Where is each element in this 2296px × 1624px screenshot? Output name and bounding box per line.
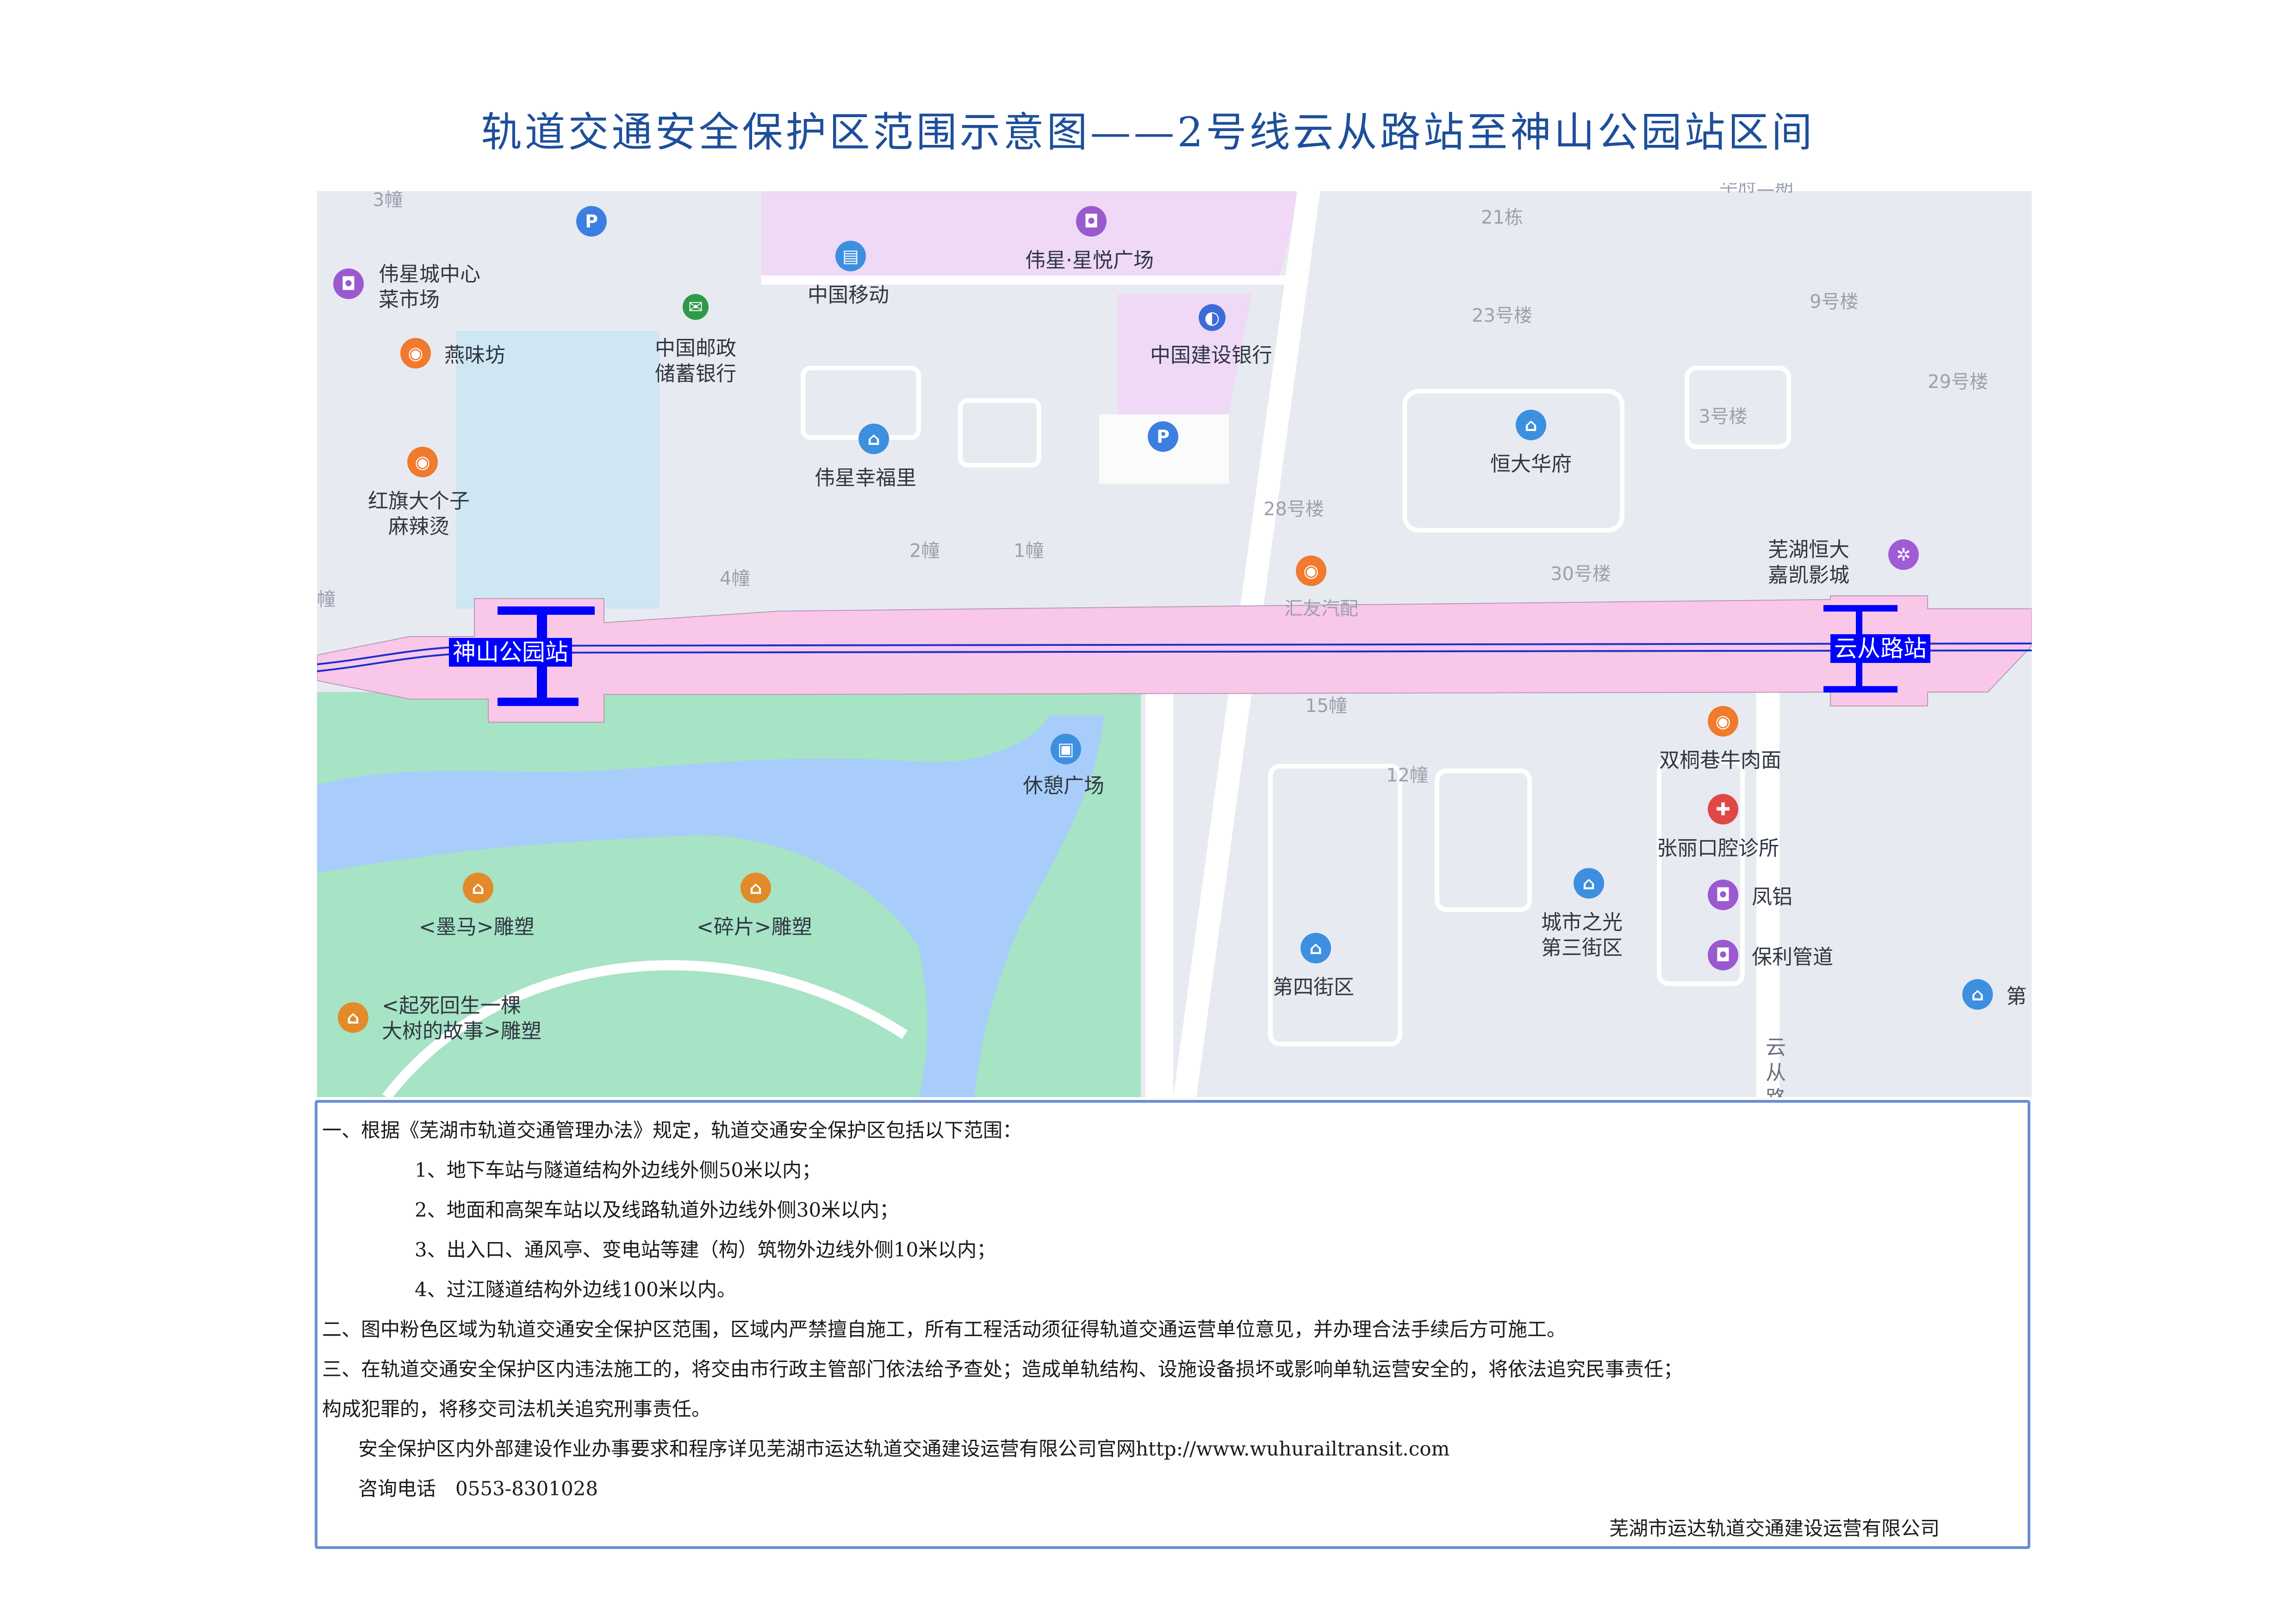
parking-icon[interactable]: P: [576, 206, 607, 237]
poi-label-sculpture-horse[interactable]: <墨马>雕塑: [419, 915, 535, 939]
note-phone: 咨询电话 0553-8301028: [358, 1477, 598, 1500]
building-label: 幢: [317, 589, 336, 610]
shopping-icon[interactable]: ◘: [1076, 206, 1107, 237]
residence-icon[interactable]: ⌂: [1300, 933, 1331, 963]
note-item-1: 1、地下车站与隧道结构外边线外侧50米以内；: [415, 1159, 821, 1181]
poi-label-malatang[interactable]: 红旗大个子 麻辣烫: [368, 489, 470, 538]
building-label: 15幢: [1305, 695, 1347, 717]
post-bank-icon[interactable]: ✉: [683, 294, 709, 320]
poi-label-cinema[interactable]: 芜湖恒大 嘉凯影城: [1768, 538, 1849, 587]
page-title: 轨道交通安全保护区范围示意图——2号线云从路站至神山公园站区间: [481, 108, 1815, 156]
station-label-yuncong-road[interactable]: 云从路站: [1830, 634, 1930, 663]
building-label: 30号楼: [1550, 563, 1611, 585]
poi-label-caishichang[interactable]: 伟星城中心 菜市场: [379, 262, 480, 312]
residence-icon[interactable]: ⌂: [1516, 410, 1546, 440]
food-icon[interactable]: ◉: [400, 338, 431, 369]
building-label: 9号楼: [1810, 291, 1859, 312]
poi-label-fourth-block[interactable]: 第四街区: [1273, 975, 1354, 999]
building-label: 12幢: [1386, 765, 1428, 786]
poi-label-ccb[interactable]: 中国建设银行: [1150, 344, 1272, 367]
building-label: 28号楼: [1263, 499, 1324, 520]
building-label: 21栋: [1481, 207, 1523, 228]
lake: [317, 715, 1104, 1097]
food-icon[interactable]: ◉: [1708, 706, 1738, 737]
poi-label-xingfuli[interactable]: 伟星幸福里: [815, 466, 916, 490]
food-icon[interactable]: ◉: [407, 447, 438, 477]
poi-label-sculpture-fragment[interactable]: <碎片>雕塑: [697, 915, 812, 939]
protection-zone: [317, 595, 2032, 723]
poi-label-yanweifang[interactable]: 燕味坊: [444, 344, 505, 367]
building-label: 汇友汽配: [1284, 598, 1358, 619]
poi-label-hengda-huafu[interactable]: 恒大华府: [1490, 452, 1572, 476]
building-label: 华府二期: [1719, 183, 1793, 196]
building-label: 4幢: [720, 568, 750, 589]
note-line-2: 二、图中粉色区域为轨道交通安全保护区范围，区域内严禁擅自施工，所有工程活动须征得…: [322, 1318, 1567, 1341]
note-item-3: 3、出入口、通风亭、变电站等建（构）筑物外边线外侧10米以内；: [415, 1238, 996, 1261]
parking-icon[interactable]: P: [1148, 421, 1178, 452]
yuncong-road: [1756, 692, 1780, 1097]
cinema-icon[interactable]: ✲: [1888, 539, 1919, 570]
west-station-symbol: [498, 606, 595, 706]
plaza-icon[interactable]: ▣: [1051, 734, 1081, 764]
shopping-icon[interactable]: ◘: [1708, 880, 1738, 910]
building-label: 23号楼: [1472, 305, 1532, 326]
note-line-1: 一、根据《芜湖市轨道交通管理办法》规定，轨道交通安全保护区包括以下范围：: [322, 1119, 1022, 1142]
landmark-icon[interactable]: ⌂: [740, 873, 771, 903]
map-canvas: [317, 183, 2032, 1097]
commercial-area: [761, 183, 1303, 275]
residence-icon[interactable]: ⌂: [859, 424, 889, 454]
poi-label-partial[interactable]: 第: [2006, 985, 2027, 1008]
note-line-3b: 构成犯罪的，将移交司法机关追究刑事责任。: [322, 1398, 711, 1420]
clinic-icon[interactable]: ✚: [1708, 794, 1738, 824]
note-company: 芜湖市运达轨道交通建设运营有限公司: [1609, 1517, 1940, 1540]
station-label-shenshan-park[interactable]: 神山公园站: [449, 638, 572, 667]
residence-icon[interactable]: ⌂: [1962, 979, 1993, 1010]
map-view[interactable]: ◘ 伟星城中心 菜市场 ◉ 燕味坊 ✉ 中国邮政 储蓄银行 ▤ 中国移动 ◘ 伟…: [317, 183, 2032, 1097]
notes-panel: 一、根据《芜湖市轨道交通管理办法》规定，轨道交通安全保护区包括以下范围： 1、地…: [315, 1100, 2030, 1549]
landmark-icon[interactable]: ⌂: [463, 873, 493, 903]
road-label-yuncong: 云 从 路: [1766, 1036, 1786, 1097]
building-label: 3号楼: [1699, 406, 1748, 427]
poi-label-beef-noodles[interactable]: 双桐巷牛肉面: [1659, 749, 1781, 772]
note-line-3a: 三、在轨道交通安全保护区内违法施工的，将交由市行政主管部门依法给予查处；造成单轨…: [322, 1358, 1683, 1380]
poi-label-third-block[interactable]: 城市之光 第三街区: [1541, 911, 1623, 960]
food-icon[interactable]: ◉: [1296, 556, 1326, 586]
shopping-icon[interactable]: ◘: [333, 269, 364, 299]
building-label: 1幢: [1014, 540, 1044, 562]
poi-label-postal-bank[interactable]: 中国邮政 储蓄银行: [655, 337, 736, 386]
landmark-icon[interactable]: ⌂: [338, 1002, 368, 1033]
residence-icon[interactable]: ⌂: [1574, 868, 1604, 899]
poi-label-fenglv[interactable]: 凤铝: [1752, 885, 1792, 909]
shopping-icon[interactable]: ◘: [1708, 940, 1738, 970]
note-website[interactable]: 安全保护区内外部建设作业办事要求和程序详见芜湖市运达轨道交通建设运营有限公司官网…: [358, 1437, 1450, 1460]
bank-icon[interactable]: ◐: [1199, 304, 1226, 331]
poi-label-xingyue-plaza[interactable]: 伟星·星悦广场: [1025, 249, 1154, 272]
note-item-2: 2、地面和高架车站以及线路轨道外边线外侧30米以内；: [415, 1199, 899, 1221]
poi-label-dental-clinic[interactable]: 张丽口腔诊所: [1657, 837, 1779, 860]
poi-label-rest-plaza[interactable]: 休憩广场: [1023, 774, 1104, 798]
building-label: 3幢: [373, 189, 403, 211]
pond: [456, 331, 660, 609]
poi-label-poly-pipe[interactable]: 保利管道: [1752, 945, 1833, 969]
mobile-store-icon[interactable]: ▤: [835, 241, 866, 271]
poi-label-sculpture-tree[interactable]: <起死回生一棵 大树的故事>雕塑: [382, 994, 541, 1043]
building-label: 29号楼: [1928, 371, 1988, 393]
note-item-4: 4、过江隧道结构外边线100米以内。: [415, 1278, 736, 1301]
building-label: 2幢: [909, 540, 940, 562]
poi-label-china-mobile[interactable]: 中国移动: [808, 283, 889, 307]
